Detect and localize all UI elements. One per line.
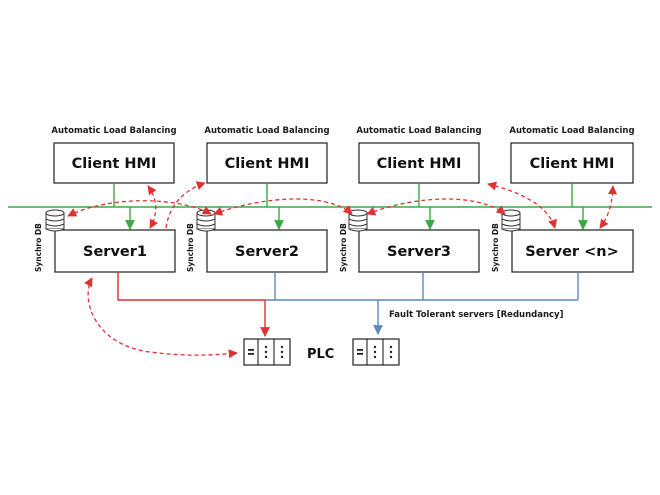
client-label: Client HMI (377, 156, 462, 172)
server-1: Server1 (54, 229, 176, 273)
server-plc-sync-link (84, 277, 238, 359)
sync-link (67, 200, 212, 217)
sync-link (165, 181, 206, 229)
plc-device-icon (352, 338, 400, 366)
client-label: Client HMI (225, 156, 310, 172)
client-hmi-1: Automatic Load Balancing Client HMI (51, 126, 177, 184)
server-label: Server <n> (525, 244, 619, 260)
client-caption: Automatic Load Balancing (356, 126, 481, 136)
database-icon (196, 209, 216, 232)
server-label: Server2 (235, 244, 299, 260)
client-hmi-4: Automatic Load Balancing Client HMI (509, 126, 635, 184)
synchro-db-label: Synchro DB (186, 223, 195, 272)
server-n: Server <n> (511, 229, 634, 273)
synchro-db-label: Synchro DB (339, 223, 348, 272)
client-hmi-2: Automatic Load Balancing Client HMI (204, 126, 330, 184)
database-icon (348, 209, 368, 232)
server-label: Server3 (387, 244, 451, 260)
redundancy-label: Fault Tolerant servers [Redundancy] (389, 310, 564, 320)
server-3: Server3 (358, 229, 480, 273)
server-2: Server2 (206, 229, 328, 273)
primary-plc-link (117, 272, 270, 337)
client-caption: Automatic Load Balancing (509, 126, 634, 136)
synchro-db-label: Synchro DB (491, 223, 500, 272)
client-hmi-3: Automatic Load Balancing Client HMI (356, 126, 482, 184)
plc-device-icon (243, 338, 291, 366)
sync-link (599, 185, 618, 229)
server-label: Server1 (83, 244, 147, 260)
client-label: Client HMI (530, 156, 615, 172)
client-caption: Automatic Load Balancing (51, 126, 176, 136)
client-label: Client HMI (72, 156, 157, 172)
database-icon (45, 209, 65, 232)
synchro-db-label: Synchro DB (34, 223, 43, 272)
client-caption: Automatic Load Balancing (204, 126, 329, 136)
plc-label: PLC (307, 347, 334, 362)
sync-link (487, 181, 557, 229)
